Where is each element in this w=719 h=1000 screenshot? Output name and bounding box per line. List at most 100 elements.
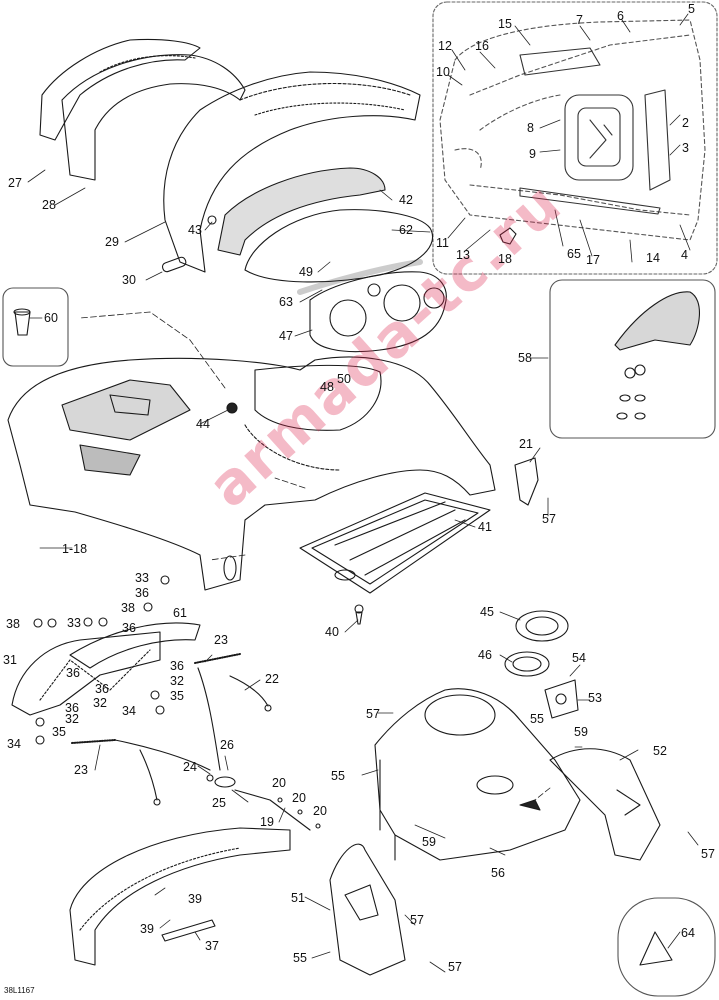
cable-19-shape	[234, 789, 321, 831]
callout-20a: 20	[272, 776, 286, 790]
callout-15: 15	[498, 17, 512, 31]
callout-57c: 57	[410, 913, 424, 927]
callout-35a: 35	[170, 689, 184, 703]
seal-45-shape	[515, 610, 569, 642]
callout-29: 29	[105, 235, 119, 249]
seat-panel-shape	[39, 38, 201, 141]
callout-49: 49	[299, 265, 313, 279]
mirror-inset-frame	[549, 279, 716, 439]
glove-tray-shape	[299, 492, 491, 594]
spring-23-upper	[194, 653, 241, 664]
panel-52-shape	[549, 748, 661, 861]
callout-16: 16	[475, 39, 489, 53]
callout-45: 45	[480, 605, 494, 619]
callout-64: 64	[681, 926, 695, 940]
callout-65: 65	[567, 247, 581, 261]
gauge-bezel-shape	[297, 259, 447, 353]
callout-6: 6	[617, 9, 624, 23]
bracket-31-shape	[11, 631, 161, 716]
callout-50: 50	[337, 372, 351, 386]
callout-10: 10	[436, 65, 450, 79]
callout-32a: 32	[170, 674, 184, 688]
callout-20c: 20	[313, 804, 327, 818]
callout-59a: 59	[574, 725, 588, 739]
callout-61: 61	[173, 606, 187, 620]
callout-17: 17	[586, 253, 600, 267]
callout-11: 11	[436, 236, 449, 250]
callout-41: 41	[478, 520, 492, 534]
callout-28: 28	[42, 198, 56, 212]
callout-7: 7	[576, 13, 583, 27]
callout-8: 8	[527, 121, 534, 135]
callout-57d: 57	[448, 960, 462, 974]
callout-36e: 36	[95, 682, 109, 696]
mirror-shape	[614, 291, 701, 420]
callout-36d: 36	[170, 659, 184, 673]
callout-38b: 38	[6, 617, 20, 631]
bracket-61-shape	[69, 622, 201, 669]
body-fastener-shape	[226, 402, 238, 414]
callout-32c: 32	[65, 712, 79, 726]
callout-40: 40	[325, 625, 339, 639]
callout-34a: 34	[122, 704, 136, 718]
deck-assembly	[439, 19, 706, 241]
callout-19: 19	[260, 815, 274, 829]
tray-screw-shape	[354, 604, 364, 625]
callout-3: 3	[682, 141, 689, 155]
callout-14: 14	[646, 251, 660, 265]
seat-cover-front-shape	[61, 54, 246, 181]
callout-5: 5	[688, 2, 695, 16]
callout-34b: 34	[7, 737, 21, 751]
callout-36b: 36	[122, 621, 136, 635]
leader-lines	[27, 13, 699, 973]
deck-center-hatch	[519, 47, 671, 215]
callout-58: 58	[518, 351, 532, 365]
cable-22-shape	[197, 667, 272, 771]
callout-13: 13	[456, 248, 470, 262]
cap-inset-frame	[617, 897, 716, 997]
trim-clip-shape	[207, 215, 217, 225]
callout-23a: 23	[214, 633, 228, 647]
callout-57a: 57	[366, 707, 380, 721]
callout-22: 22	[265, 672, 279, 686]
callout-57b: 57	[701, 847, 715, 861]
callout-46: 46	[478, 648, 492, 662]
callout-21: 21	[519, 437, 533, 451]
callout-47: 47	[279, 329, 293, 343]
spring-23-lower	[71, 739, 211, 806]
deck-inset-frame	[432, 1, 718, 275]
cap-shape	[639, 931, 673, 966]
callout-42: 42	[399, 193, 413, 207]
plug-shape	[13, 308, 31, 336]
callout-55c: 55	[293, 951, 307, 965]
callout-25: 25	[212, 796, 226, 810]
callout-57-latch: 57	[542, 512, 556, 526]
callout-33b: 33	[67, 616, 81, 630]
callout-35b: 35	[52, 725, 66, 739]
handle-strap-shape	[161, 919, 216, 942]
callout-20b: 20	[292, 791, 306, 805]
rear-seat-cushion-shape	[217, 167, 386, 256]
callout-63: 63	[279, 295, 293, 309]
callout-4: 4	[681, 248, 688, 262]
callout-54: 54	[572, 651, 586, 665]
callout-44: 44	[196, 417, 210, 431]
callout-33a: 33	[135, 571, 149, 585]
deck-clip-18	[499, 227, 517, 245]
callout-39b: 39	[140, 922, 154, 936]
cover-53-shape	[544, 679, 579, 719]
callout-1-18: 1-18	[62, 542, 88, 556]
callout-12: 12	[438, 39, 452, 53]
gasket-46-shape	[504, 651, 550, 677]
callout-37: 37	[205, 939, 219, 953]
callout-24: 24	[183, 760, 197, 774]
callout-18: 18	[498, 252, 512, 266]
callout-62: 62	[399, 223, 413, 237]
callout-27: 27	[8, 176, 22, 190]
side-panel-51-shape	[329, 843, 406, 976]
callout-2: 2	[682, 116, 689, 130]
callout-26: 26	[220, 738, 234, 752]
plug-inset-frame	[2, 287, 69, 367]
callout-36a: 36	[135, 586, 149, 600]
callout-56: 56	[491, 866, 505, 880]
